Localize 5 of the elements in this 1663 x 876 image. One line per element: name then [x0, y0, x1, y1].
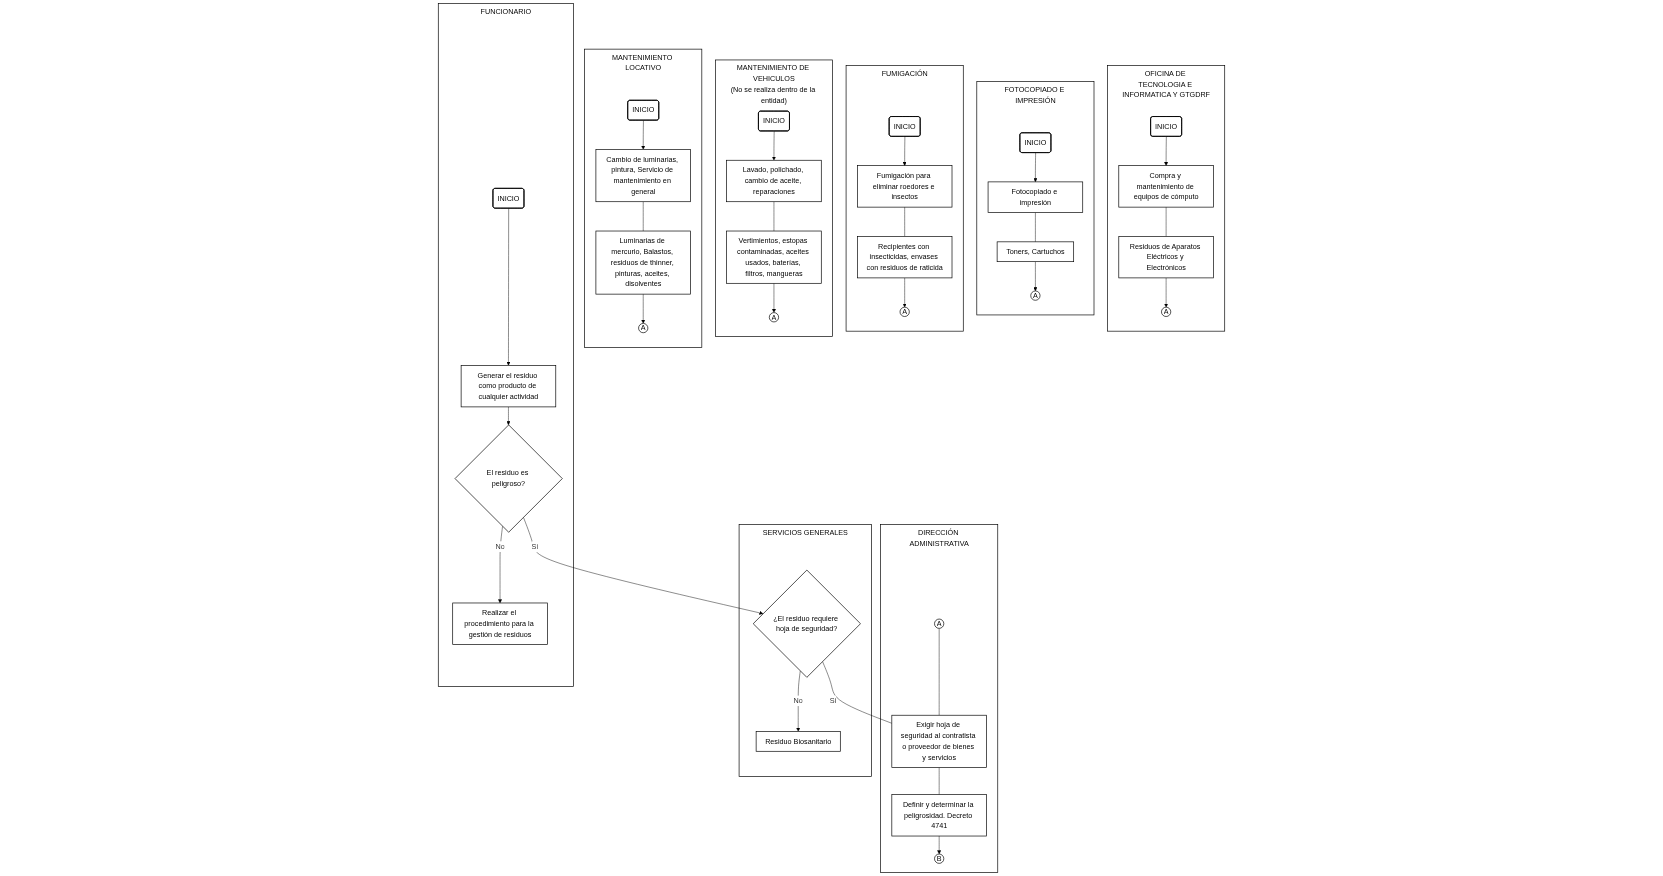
connector — [904, 206, 905, 237]
connector — [822, 661, 893, 724]
connector — [1165, 206, 1167, 237]
connector — [938, 767, 940, 795]
connector — [1035, 212, 1036, 243]
